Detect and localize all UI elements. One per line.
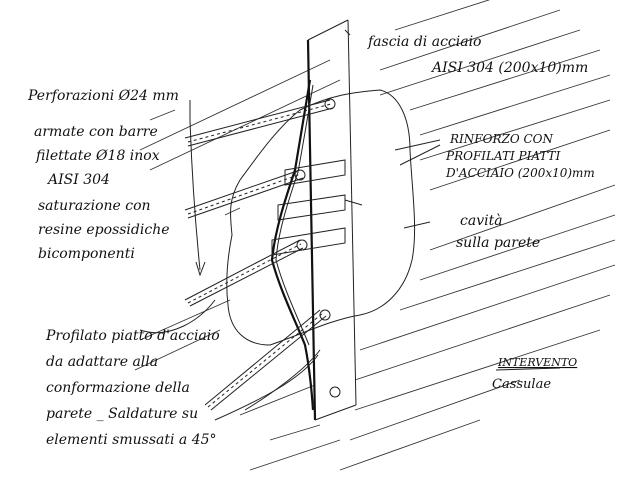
label-rinforzo-line3: D'ACCIAIO (200x10)mm (445, 166, 595, 180)
label-profilato-line2: da adattare alla (46, 354, 158, 370)
label-intervento: INTERVENTO Cassulae (492, 356, 577, 392)
label-profilato: Profilato piatto d'acciaio da adattare a… (45, 328, 220, 448)
label-saturazione: saturazione con resine epossidiche bicom… (38, 198, 170, 262)
wall-hatching (134, 0, 616, 471)
label-intervento-line1: INTERVENTO (497, 356, 577, 369)
threaded-bar-2 (184, 169, 306, 219)
label-fascia: fascia di acciaio AISI 304 (200x10)mm (367, 34, 588, 76)
label-saturazione-line3: bicomponenti (38, 246, 135, 262)
plate-sections (271, 159, 363, 256)
bolt-head (329, 386, 341, 398)
vertical-steel-strip (306, 19, 357, 421)
label-armature-line1: armate con barre (34, 124, 158, 140)
label-profilato-line3: conformazione della (46, 380, 190, 396)
label-rinforzo: RINFORZO CON PROFILATI PIATTI D'ACCIAIO … (445, 132, 595, 180)
threaded-bar-4 (204, 309, 331, 411)
threaded-bar-3 (184, 239, 308, 307)
label-saturazione-line2: resine epossidiche (38, 222, 170, 238)
threaded-bars (184, 98, 341, 411)
label-rinforzo-line1: RINFORZO CON (449, 132, 553, 146)
label-armature: armate con barre filettate Ø18 inox AISI… (34, 124, 160, 188)
label-cavita-line1: cavità (460, 213, 503, 229)
label-cavita-line2: sulla parete (456, 235, 540, 251)
label-cavita: cavità sulla parete (456, 213, 540, 251)
label-fascia-line2: AISI 304 (200x10)mm (430, 60, 588, 76)
label-rinforzo-line2: PROFILATI PIATTI (445, 149, 561, 163)
threaded-bar-1 (184, 98, 336, 147)
label-fascia-line1: fascia di acciaio (367, 34, 481, 50)
label-profilato-line4: parete _ Saldature su (46, 406, 198, 422)
leader-lines (139, 100, 441, 421)
label-armature-line3: AISI 304 (46, 172, 110, 188)
label-saturazione-line1: saturazione con (38, 198, 151, 214)
wall-cavity-outline (226, 89, 416, 346)
label-perforazioni: Perforazioni Ø24 mm (27, 88, 179, 104)
label-intervento-line2: Cassulae (492, 377, 551, 392)
label-armature-line2: filettate Ø18 inox (35, 148, 160, 164)
label-profilato-line5: elementi smussati a 45° (46, 432, 217, 448)
label-profilato-line1: Profilato piatto d'acciaio (45, 328, 220, 344)
